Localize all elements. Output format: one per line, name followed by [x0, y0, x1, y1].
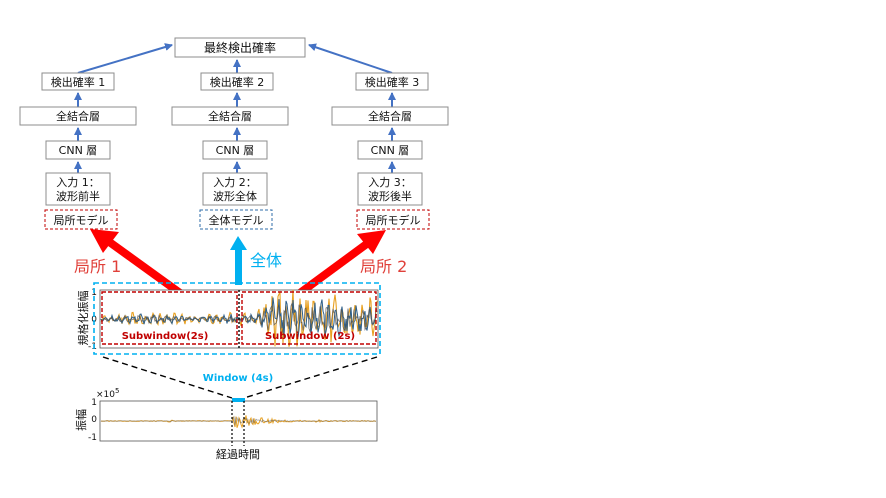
full-ylabel: 振幅 [74, 409, 88, 431]
final-probability-box [174, 37, 306, 58]
full-ytick-0: 0 [91, 415, 97, 425]
full-scale-label: ×105 [96, 387, 119, 400]
cnn-box-1 [45, 140, 111, 160]
zoom-waveform [100, 289, 378, 347]
fc-box-3 [331, 106, 449, 126]
zoom-connector-right [243, 356, 378, 399]
prob-label-3: 検出確率 3 [365, 75, 420, 89]
red-arrow-left [105, 237, 183, 297]
subwindow-label-2: Subwindow (2s) [265, 331, 355, 342]
full-scale-exp: 5 [115, 387, 119, 395]
subwindow-label-1: Subwindow(2s) [122, 331, 209, 342]
input-label-3b: 波形後半 [368, 189, 412, 203]
prob-label-2: 検出確率 2 [210, 75, 265, 89]
global-window-frame [93, 282, 381, 355]
fc-label-2: 全結合層 [208, 109, 252, 123]
fc-label-3: 全結合層 [368, 109, 412, 123]
model-label-1: 局所モデル [54, 213, 109, 227]
arrow-prob1-to-final [77, 43, 173, 74]
subwindow-frame-2 [241, 291, 377, 345]
branch-1: 検出確率 1 全結合層 CNN 層 入力 1： 波形前半 局所モデル [19, 72, 137, 230]
cnn-box-3 [357, 140, 423, 160]
arrow-label-global: 全体 [250, 251, 282, 270]
cnn-label-1: CNN 層 [59, 144, 98, 157]
blue-arrowhead [230, 236, 247, 250]
prob-label-1: 検出確率 1 [51, 75, 106, 89]
model-box-3 [356, 209, 430, 230]
fc-box-2 [171, 106, 289, 126]
fc-box-1 [19, 106, 137, 126]
window-label: Window (4s) [203, 373, 273, 384]
zoom-wave-blue [100, 297, 378, 338]
zoom-ylabel: 規格化振幅 [76, 291, 90, 346]
prob-box-2 [200, 72, 274, 91]
blue-arrow-shaft [235, 248, 242, 285]
zoom-ytick-m1: -1 [88, 342, 97, 352]
prob-box-1 [41, 72, 115, 91]
cnn-label-3: CNN 層 [371, 144, 410, 157]
subwindow-frame-1 [101, 291, 238, 345]
model-box-1 [44, 209, 118, 230]
red-arrowhead-right [357, 230, 386, 254]
zoom-wave-dark [100, 303, 378, 336]
branch-2: 検出確率 2 全結合層 CNN 層 入力 2： 波形全体 全体モデル [171, 72, 289, 230]
arrow-prob3-to-final [308, 43, 393, 74]
input-box-1 [45, 172, 111, 206]
model-box-2 [199, 209, 273, 230]
branch-3: 検出確率 3 全結合層 CNN 層 入力 3： 波形後半 局所モデル [331, 72, 449, 230]
full-ytick-1: 1 [91, 398, 97, 408]
arrow-label-local-2: 局所 2 [360, 257, 407, 276]
model-label-2: 全体モデル [209, 213, 264, 227]
input-label-1b: 波形前半 [56, 189, 100, 203]
arrow-label-local-1: 局所 1 [74, 257, 121, 276]
model-label-3: 局所モデル [366, 213, 421, 227]
cnn-label-2: CNN 層 [216, 144, 255, 157]
input-label-1a: 入力 1： [56, 176, 100, 189]
input-box-3 [357, 172, 423, 206]
red-arrowhead-left [90, 229, 119, 253]
full-scale-base: ×10 [96, 390, 115, 400]
full-ytick-m1: -1 [88, 433, 97, 443]
zoom-connector-left [102, 356, 233, 399]
input-label-3a: 入力 3： [368, 176, 412, 189]
full-waveform [100, 415, 376, 429]
input-box-2 [202, 172, 268, 206]
red-arrow-right [297, 239, 371, 297]
cnn-box-2 [202, 140, 268, 160]
input-label-2b: 波形全体 [213, 189, 257, 203]
full-xlabel: 経過時間 [216, 448, 260, 461]
final-probability-label: 最終検出確率 [204, 40, 276, 55]
fc-label-1: 全結合層 [56, 109, 100, 123]
full-wave-dark [100, 415, 376, 426]
input-label-2a: 入力 2： [213, 176, 257, 189]
prob-box-3 [355, 72, 429, 91]
window-highlight-bar [232, 398, 245, 402]
